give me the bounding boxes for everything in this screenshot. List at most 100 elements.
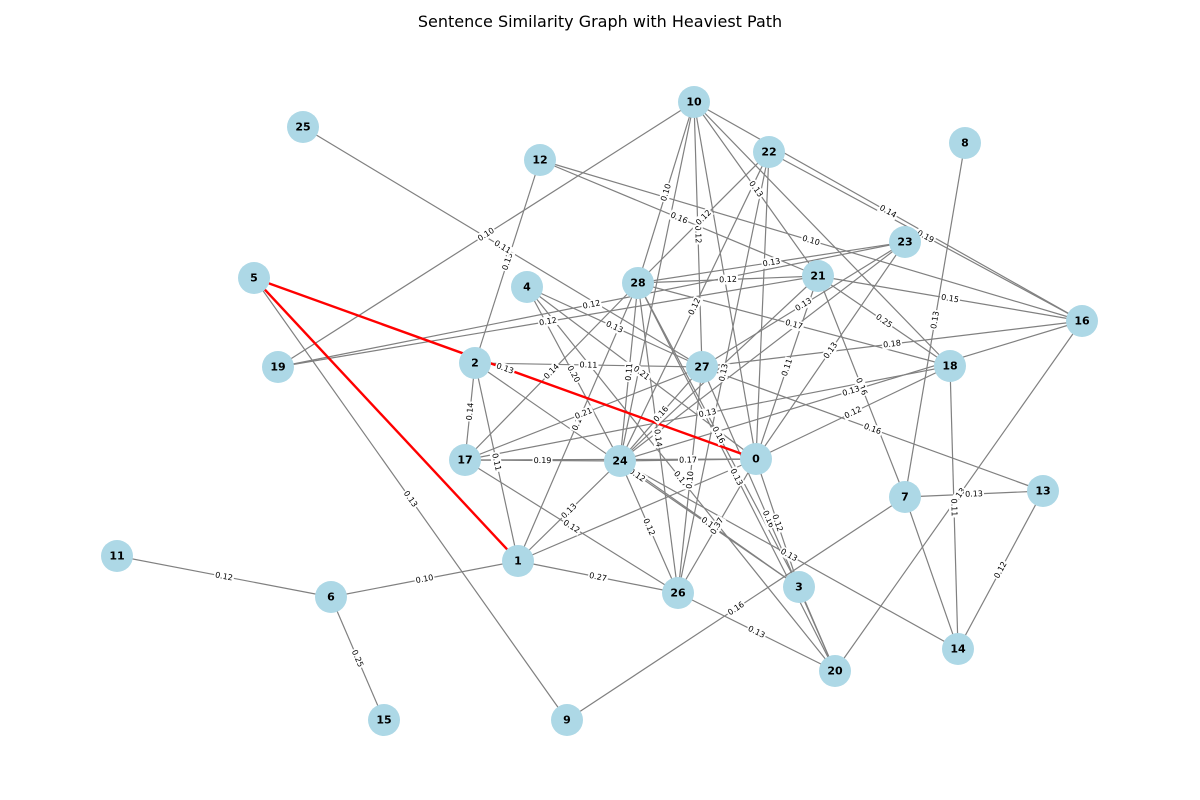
edge-weight-text: 0.12 bbox=[582, 298, 601, 310]
edge-weight-text: 0.10 bbox=[415, 573, 434, 585]
graph-title: Sentence Similarity Graph with Heaviest … bbox=[417, 12, 783, 31]
edge-weight-text: 0.12 bbox=[992, 560, 1008, 580]
node-2: 2 bbox=[459, 347, 491, 379]
node-circle bbox=[511, 271, 543, 303]
edge-weight-label-bg bbox=[564, 362, 583, 386]
edge-weight-label: 0.17 bbox=[783, 317, 805, 332]
edge-weight-label-bg bbox=[491, 237, 514, 257]
edge-weight-label-bg bbox=[474, 224, 498, 245]
edge-22-0 bbox=[755, 151, 770, 460]
edge-weight-label-bg bbox=[914, 227, 937, 246]
edge-weight-label: 0.11 bbox=[948, 497, 960, 518]
node-circle bbox=[753, 136, 785, 168]
edge-weight-text: 0.13 bbox=[929, 310, 941, 329]
node-14: 14 bbox=[942, 633, 974, 665]
edge-7-14 bbox=[904, 496, 959, 650]
node-25: 25 bbox=[287, 111, 319, 143]
node-5: 5 bbox=[238, 262, 270, 294]
node-circle bbox=[551, 704, 583, 736]
edge-weight-text: 0.10 bbox=[685, 471, 696, 490]
edge-weight-label: 0.14 bbox=[876, 202, 900, 221]
edge-weight-label-bg bbox=[696, 406, 719, 420]
edge-weight-text: 0.11 bbox=[580, 360, 598, 369]
edge-weight-label: 0.14 bbox=[463, 401, 477, 422]
edge-weight-label-bg bbox=[799, 232, 823, 249]
edge-weight-label: 0.15 bbox=[939, 291, 961, 306]
edge-weight-label-bg bbox=[939, 291, 961, 306]
edge-weight-label-bg bbox=[820, 339, 841, 362]
node-17: 17 bbox=[449, 444, 481, 476]
edge-weight-label: 0.16 bbox=[724, 598, 748, 619]
node-label: 1 bbox=[514, 555, 522, 568]
edge-weight-label: 0.12 bbox=[841, 403, 865, 422]
edge-weight-label-bg bbox=[876, 202, 900, 221]
node-label: 0 bbox=[752, 453, 760, 466]
node-circle bbox=[368, 704, 400, 736]
edge-weight-label-bg bbox=[560, 516, 583, 537]
node-circle bbox=[238, 262, 270, 294]
node-label: 4 bbox=[523, 281, 531, 294]
node-label: 11 bbox=[109, 550, 124, 563]
node-label: 14 bbox=[950, 643, 966, 656]
node-circle bbox=[315, 581, 347, 613]
node-0: 0 bbox=[740, 443, 772, 475]
node-circle bbox=[802, 260, 834, 292]
edge-weight-label: 0.14 bbox=[651, 427, 665, 449]
edge-weight-label: 0.12 bbox=[692, 224, 704, 245]
edge-weight-label-bg bbox=[413, 572, 436, 586]
node-9: 9 bbox=[551, 704, 583, 736]
edge-weight-label: 0.19 bbox=[532, 455, 553, 466]
edge-weight-label: 0.13 bbox=[727, 465, 746, 489]
edge-weight-label-bg bbox=[727, 465, 746, 489]
node-label: 15 bbox=[376, 714, 391, 727]
edge-weight-label-bg bbox=[841, 403, 865, 422]
edge-weight-label: 0.25 bbox=[348, 647, 367, 670]
node-circle bbox=[1066, 305, 1098, 337]
edge-weight-label-bg bbox=[213, 569, 235, 584]
node-label: 7 bbox=[901, 491, 909, 504]
node-circle bbox=[622, 267, 654, 299]
node-label: 25 bbox=[295, 121, 310, 134]
edge-weight-label-bg bbox=[640, 515, 658, 539]
edge-weight-label-bg bbox=[769, 511, 786, 535]
node-label: 12 bbox=[532, 154, 547, 167]
edge-weight-label-bg bbox=[677, 454, 699, 466]
edge-weight-text: 0.12 bbox=[538, 316, 557, 328]
edge-weight-label-bg bbox=[861, 420, 884, 438]
edge-weight-label-bg bbox=[716, 361, 731, 384]
edge-weight-label-bg bbox=[792, 295, 815, 314]
node-22: 22 bbox=[753, 136, 785, 168]
node-label: 23 bbox=[897, 236, 912, 249]
node-label: 21 bbox=[810, 270, 825, 283]
node-circle bbox=[678, 86, 710, 118]
edge-10-24 bbox=[619, 101, 695, 462]
edge-weight-text: 0.11 bbox=[949, 498, 958, 516]
edge-weight-label: 0.12 bbox=[640, 515, 658, 539]
node-circle bbox=[740, 443, 772, 475]
edge-weight-label: 0.10 bbox=[683, 469, 697, 491]
node-18: 18 bbox=[934, 350, 966, 382]
edge-weight-label: 0.10 bbox=[658, 181, 674, 204]
edge-weight-label-bg bbox=[603, 318, 626, 336]
node-3: 3 bbox=[783, 571, 815, 603]
node-6: 6 bbox=[315, 581, 347, 613]
edge-weight-label: 0.12 bbox=[769, 511, 786, 535]
edge-weight-label: 0.10 bbox=[413, 572, 436, 586]
edge-weight-label-bg bbox=[400, 487, 421, 511]
edge-weight-label: 0.13 bbox=[493, 360, 517, 377]
edge-weight-label-bg bbox=[692, 206, 715, 229]
edge-weight-label-bg bbox=[489, 451, 504, 473]
edge-weight-label: 0.16 bbox=[861, 420, 884, 438]
edges-layer bbox=[116, 101, 1083, 721]
edge-weight-label: 0.10 bbox=[799, 232, 823, 249]
edge-weight-label-bg bbox=[348, 647, 367, 670]
edge-weight-label: 0.27 bbox=[587, 570, 609, 584]
node-circle bbox=[1027, 475, 1059, 507]
edge-weight-label: 0.13 bbox=[716, 361, 731, 384]
edge-weight-label-bg bbox=[760, 256, 783, 269]
node-label: 20 bbox=[827, 665, 843, 678]
edge-weight-text: 0.16 bbox=[710, 425, 726, 445]
edge-weight-label-bg bbox=[623, 361, 635, 383]
node-label: 9 bbox=[563, 714, 571, 727]
